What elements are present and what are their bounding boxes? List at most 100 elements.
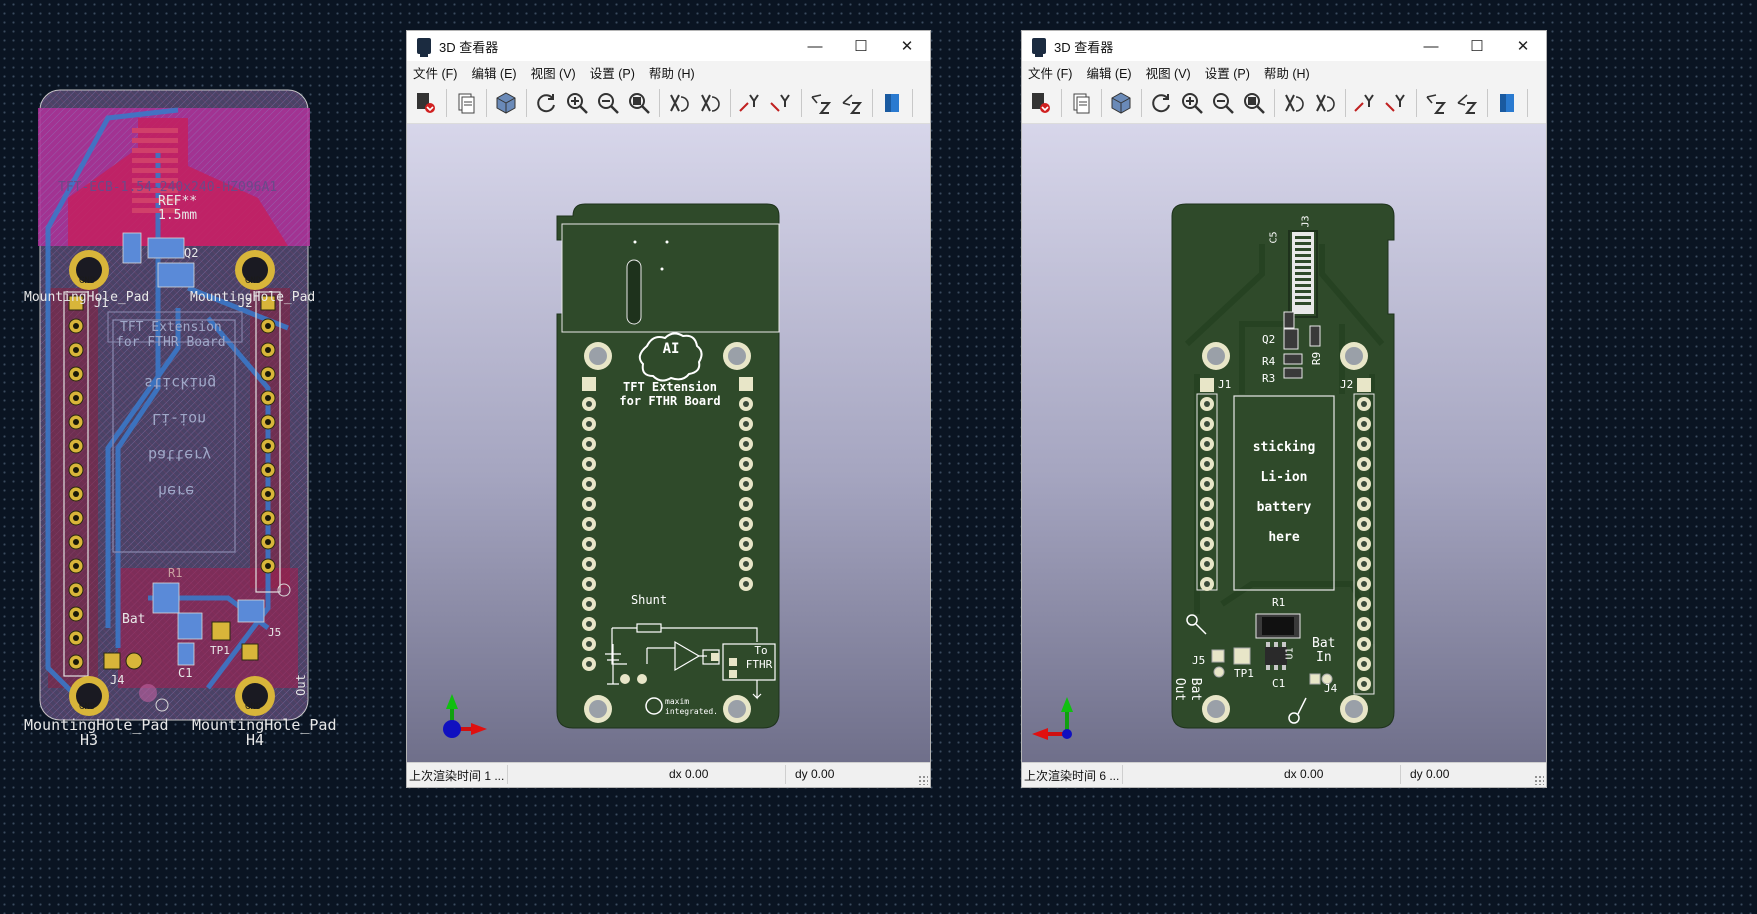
toolbar-separator — [1101, 89, 1102, 117]
statusbar: 上次渲染时间 6 ... dx 0.00 dy 0.00 — [1022, 762, 1546, 787]
rotate-y-ccw-icon[interactable] — [766, 88, 796, 118]
rotate-y-cw-icon[interactable] — [735, 88, 765, 118]
rotate-y-ccw-icon[interactable] — [1381, 88, 1411, 118]
battery-line1: sticking — [1252, 440, 1316, 455]
menubar: 文件 (F) 编辑 (E) 视图 (V) 设置 (P) 帮助 (H) — [407, 61, 930, 83]
j3-silk: J3 — [1300, 215, 1312, 228]
rotate-x-cw-icon[interactable] — [664, 88, 694, 118]
menu-help[interactable]: 帮助 (H) — [648, 66, 695, 81]
menu-edit[interactable]: 编辑 (E) — [471, 66, 517, 81]
toolbar-separator — [1527, 89, 1528, 117]
q2-label: Q2 — [184, 246, 199, 260]
toolbar — [407, 83, 930, 124]
zoom-fit-icon[interactable] — [1239, 88, 1269, 118]
menu-help[interactable]: 帮助 (H) — [1263, 66, 1310, 81]
close-button[interactable]: ✕ — [1516, 38, 1530, 55]
reload-icon[interactable] — [1146, 88, 1176, 118]
reload-icon[interactable] — [531, 88, 561, 118]
rotate-x-cw-icon[interactable] — [1279, 88, 1309, 118]
maximize-button[interactable]: ☐ — [854, 38, 868, 55]
render-icon[interactable] — [411, 88, 441, 118]
raytrace-cube-icon[interactable] — [491, 88, 521, 118]
toolbar-separator — [526, 89, 527, 117]
flip-board-icon[interactable] — [1492, 88, 1522, 118]
status-separator — [785, 765, 786, 784]
battery-silk-line4: here — [158, 482, 195, 500]
render-icon[interactable] — [1026, 88, 1056, 118]
zoom-in-icon[interactable] — [1177, 88, 1207, 118]
gnd-silk-bl: GND — [79, 702, 96, 712]
maxim-logo-line1: maxim — [665, 697, 690, 706]
pcb-editor-canvas[interactable]: TFT-ECB-1.54-240x240-HZ096A1 REF** 1.5mm… — [24, 88, 358, 828]
toolbar — [1022, 83, 1546, 124]
menu-view[interactable]: 视图 (V) — [530, 66, 576, 81]
3d-viewer-window-right: 3D 查看器 — ☐ ✕ 文件 (F) 编辑 (E) 视图 (V) 设置 (P)… — [1021, 30, 1547, 788]
titlebar[interactable]: 3D 查看器 — ☐ ✕ — [1022, 31, 1546, 61]
ai-logo-text: AI — [662, 341, 680, 357]
minimize-button[interactable]: — — [1423, 37, 1439, 55]
maximize-button[interactable]: ☐ — [1470, 38, 1484, 55]
mounting-hole-label-2: MountingHole_Pad — [190, 290, 316, 305]
raytrace-cube-icon[interactable] — [1106, 88, 1136, 118]
resize-grip[interactable] — [918, 775, 928, 785]
render-time-status: 上次渲染时间 1 ... — [409, 769, 505, 783]
j4-label: J4 — [110, 673, 125, 687]
minimize-button[interactable]: — — [807, 37, 823, 55]
zoom-in-icon[interactable] — [562, 88, 592, 118]
toolbar-separator — [1274, 89, 1275, 117]
mounting-hole-label-1: MountingHole_Pad — [24, 290, 150, 305]
board-title-line1: TFT Extension — [623, 380, 717, 394]
toolbar-separator — [659, 89, 660, 117]
rotate-x-ccw-icon[interactable] — [1310, 88, 1340, 118]
menu-edit[interactable]: 编辑 (E) — [1086, 66, 1132, 81]
j4-silk: J4 — [1324, 682, 1338, 695]
close-button[interactable]: ✕ — [900, 38, 914, 55]
q2-silk: Q2 — [1262, 333, 1276, 346]
j1-silk: J1 — [1218, 378, 1232, 391]
pcb-3d-render-top — [443, 203, 780, 738]
3d-viewport[interactable]: sticking Li-ion battery here J1 J2 J3 C5… — [1022, 124, 1546, 763]
menu-file[interactable]: 文件 (F) — [1028, 66, 1073, 81]
zoom-fit-icon[interactable] — [624, 88, 654, 118]
battery-line4: here — [1268, 530, 1300, 545]
menu-settings[interactable]: 设置 (P) — [589, 66, 635, 81]
status-separator — [1400, 765, 1401, 784]
copy-clipboard-icon[interactable] — [451, 88, 481, 118]
r4-silk: R4 — [1262, 355, 1276, 368]
bat-label: Bat — [122, 612, 146, 627]
rotate-x-ccw-icon[interactable] — [695, 88, 725, 118]
zoom-out-icon[interactable] — [593, 88, 623, 118]
rotate-z-ccw-icon[interactable] — [837, 88, 867, 118]
fpc-ref-silk: TFT-ECB-1.54-240x240-HZ096A1 — [58, 180, 278, 195]
3d-viewport[interactable]: TFT Extension for FTHR Board AI Shunt To… — [407, 124, 930, 763]
rotate-z-ccw-icon[interactable] — [1452, 88, 1482, 118]
bat-out-line1: Bat — [1188, 677, 1204, 702]
rotate-y-cw-icon[interactable] — [1350, 88, 1380, 118]
toolbar-separator — [486, 89, 487, 117]
menu-file[interactable]: 文件 (F) — [413, 66, 458, 81]
zoom-out-icon[interactable] — [1208, 88, 1238, 118]
render-time-status: 上次渲染时间 6 ... — [1024, 769, 1120, 783]
resize-grip[interactable] — [1534, 775, 1544, 785]
menu-view[interactable]: 视图 (V) — [1145, 66, 1191, 81]
out-label: Out — [293, 674, 308, 696]
titlebar[interactable]: 3D 查看器 — ☐ ✕ — [407, 31, 930, 61]
rotate-z-cw-icon[interactable] — [806, 88, 836, 118]
fthr-label: FTHR — [745, 658, 773, 671]
rotate-z-cw-icon[interactable] — [1421, 88, 1451, 118]
u1-silk: U1 — [1284, 647, 1296, 660]
j5-silk: J5 — [1192, 654, 1206, 667]
battery-line2: Li-ion — [1260, 470, 1308, 485]
menu-settings[interactable]: 设置 (P) — [1204, 66, 1250, 81]
battery-line3: battery — [1256, 500, 1312, 515]
toolbar-separator — [446, 89, 447, 117]
window-title: 3D 查看器 — [1054, 39, 1114, 55]
flip-board-icon[interactable] — [877, 88, 907, 118]
copy-clipboard-icon[interactable] — [1066, 88, 1096, 118]
dx-status: dx 0.00 — [1284, 767, 1324, 781]
tp1-label: TP1 — [210, 644, 230, 657]
battery-silk-line3: battery — [148, 446, 212, 464]
toolbar-separator — [912, 89, 913, 117]
h3-label: H3 — [80, 731, 99, 749]
c5-silk: C5 — [1268, 231, 1280, 244]
